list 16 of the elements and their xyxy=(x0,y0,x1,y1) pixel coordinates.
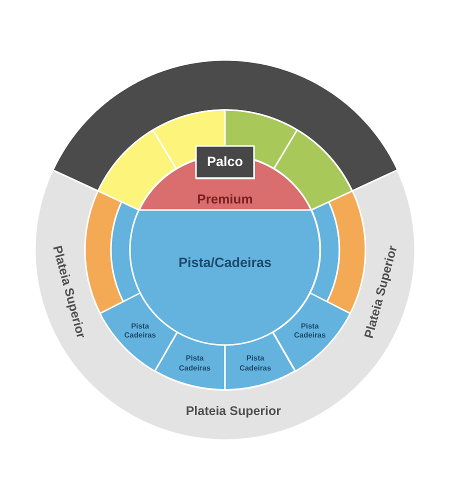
seating-section xyxy=(326,190,366,315)
section-label: Premium xyxy=(197,193,253,208)
outer-ring xyxy=(34,169,416,441)
ring-label: Plateia Superior xyxy=(362,244,401,340)
seating-section xyxy=(99,292,178,372)
seating-section xyxy=(97,128,178,211)
section-label: Pista/Cadeiras xyxy=(178,255,272,271)
section-label: Palco xyxy=(206,154,244,170)
seating-section xyxy=(110,201,142,303)
ring-label: Plateia Superior xyxy=(186,404,282,418)
seating-section xyxy=(84,190,124,315)
outer-band xyxy=(52,59,398,192)
seating-section xyxy=(272,128,353,211)
seating-section xyxy=(272,292,351,372)
stage-box xyxy=(195,145,255,179)
ring-label: Plateia Superior xyxy=(49,244,88,340)
